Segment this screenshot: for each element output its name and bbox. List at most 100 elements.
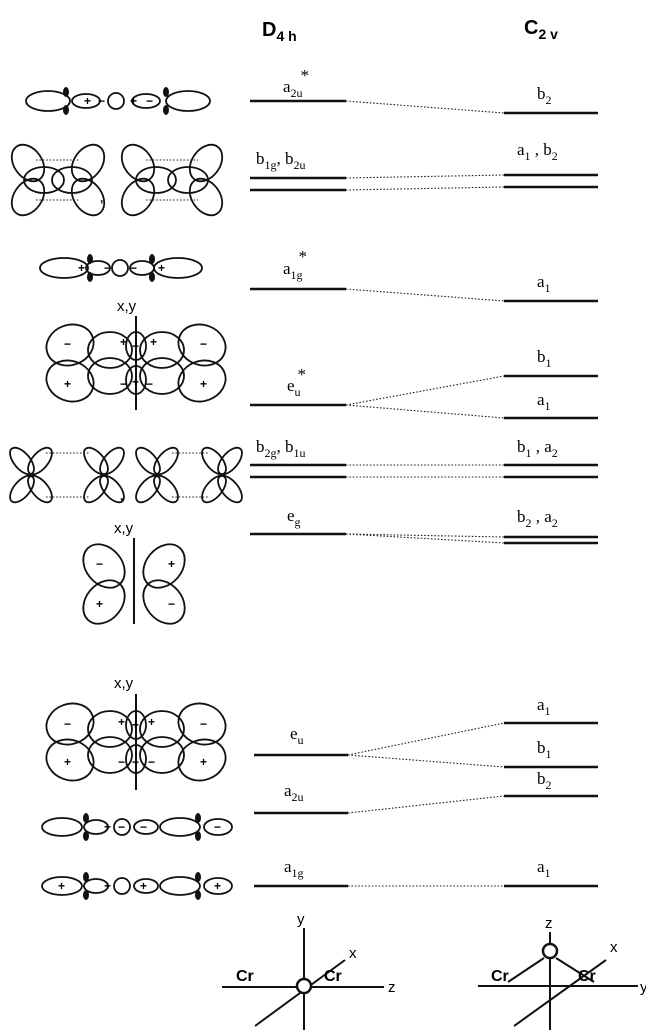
svg-text:a1: a1 <box>537 695 551 718</box>
d4h-level-eu-star: eu* <box>250 365 346 407</box>
svg-text:b2 , a2: b2 , a2 <box>517 507 558 530</box>
svg-text:b1: b1 <box>537 738 552 761</box>
svg-text:a1g: a1g <box>284 857 304 880</box>
svg-text:+: + <box>200 755 207 769</box>
correlation-line <box>347 722 505 756</box>
svg-text:+: + <box>150 335 157 349</box>
d4h-level-b1g-b2u: b1g, b2u <box>250 149 346 192</box>
correlation-line <box>347 754 505 768</box>
svg-text:Cr: Cr <box>491 968 509 985</box>
svg-text:a1g*: a1g* <box>283 247 307 282</box>
c2v-level-a1-bottom: a1 <box>504 857 598 888</box>
svg-text:x: x <box>610 939 618 956</box>
svg-text:a1: a1 <box>537 272 551 295</box>
d4h-level-a2u: a2u <box>254 781 348 815</box>
c2v-level-b2-top: b2 <box>504 84 598 115</box>
c2v-coordinate-axes: z x y Cr Cr <box>478 915 646 1030</box>
svg-text:+: + <box>78 261 85 275</box>
svg-text:−: − <box>214 820 221 834</box>
svg-text:−: − <box>132 755 139 769</box>
correlation-line <box>345 186 505 191</box>
c2v-level-a1-mid: a1 <box>504 272 598 303</box>
svg-text:−: − <box>146 94 153 108</box>
correlation-line <box>347 795 505 814</box>
svg-text:eg: eg <box>287 506 301 529</box>
svg-text:Cr: Cr <box>578 968 596 985</box>
svg-text:−: − <box>118 820 125 834</box>
correlation-line <box>345 100 505 114</box>
svg-text:+: + <box>140 879 147 893</box>
svg-text:a2u: a2u <box>284 781 304 804</box>
svg-text:Cr: Cr <box>236 968 254 985</box>
svg-text:+: + <box>148 715 155 729</box>
orbital-sketch-eu: x,y − + + + + − − − − + <box>45 675 227 790</box>
c2v-level-b2-lower: b2 <box>504 769 598 798</box>
svg-text:x,y: x,y <box>114 675 134 692</box>
svg-text:−: − <box>64 717 71 731</box>
c2v-level-b1-a2: b1 , a2 <box>504 437 598 479</box>
svg-text:−: − <box>104 261 111 275</box>
svg-text:−: − <box>130 261 137 275</box>
svg-text:+: + <box>58 879 65 893</box>
svg-text:+: + <box>120 335 127 349</box>
d4h-level-eu: eu <box>254 724 348 757</box>
c2v-header: C2 v <box>524 17 558 42</box>
svg-text:+: + <box>132 718 139 732</box>
svg-text:+: + <box>200 377 207 391</box>
svg-text:+: + <box>104 820 111 834</box>
svg-text:+: + <box>214 879 221 893</box>
svg-text:+: + <box>104 879 111 893</box>
svg-text:−: − <box>146 377 153 391</box>
svg-text:y: y <box>640 979 646 996</box>
correlation-line <box>345 533 505 538</box>
c2v-level-b2-a2: b2 , a2 <box>504 507 598 545</box>
d4h-level-a2u-star: a2u* <box>250 66 346 103</box>
orbital-sketch-a1g: + + + + <box>41 872 233 900</box>
svg-text:+: + <box>118 715 125 729</box>
correlation-lines <box>345 100 505 887</box>
svg-text:y: y <box>297 911 305 928</box>
svg-text:+: + <box>64 755 71 769</box>
svg-text:b1 , a2: b1 , a2 <box>517 437 558 460</box>
svg-text:b1g, b2u: b1g, b2u <box>256 149 306 172</box>
svg-text:+: + <box>84 94 91 108</box>
svg-text:−: − <box>200 717 207 731</box>
bridging-atom <box>541 942 559 960</box>
svg-text:−: − <box>200 337 207 351</box>
svg-text:+: + <box>132 375 139 389</box>
svg-text:eu: eu <box>290 724 304 747</box>
svg-text:−: − <box>118 755 125 769</box>
svg-text:,: , <box>100 191 103 205</box>
svg-text:−: − <box>98 94 105 108</box>
d4h-level-a1g-star: a1g* <box>250 247 346 291</box>
orbital-sketch-a2u: + − − − <box>41 813 233 841</box>
svg-text:−: − <box>140 820 147 834</box>
orbital-sketch-eu-star: x,y − + + − + − + − − + <box>45 298 227 410</box>
svg-text:b2g, b1u: b2g, b1u <box>256 437 306 460</box>
svg-text:+: + <box>158 261 165 275</box>
svg-text:,: , <box>120 489 123 503</box>
svg-text:−: − <box>64 337 71 351</box>
svg-text:−: − <box>148 755 155 769</box>
d4h-header: D4 h <box>262 19 297 44</box>
d4h-coordinate-axes: y x z Cr Cr <box>222 911 396 1030</box>
svg-text:b2: b2 <box>537 769 552 792</box>
svg-text:eu*: eu* <box>287 365 306 399</box>
d4h-level-a1g: a1g <box>254 857 348 888</box>
svg-text:a1: a1 <box>537 857 551 880</box>
d4h-level-b2g-b1u: b2g, b1u <box>250 437 346 479</box>
svg-text:a1 , b2: a1 , b2 <box>517 140 558 163</box>
svg-text:z: z <box>545 915 553 932</box>
svg-text:−: − <box>120 377 127 391</box>
svg-text:Cr: Cr <box>324 968 342 985</box>
svg-text:a1: a1 <box>537 390 551 413</box>
svg-text:+: + <box>96 597 103 611</box>
svg-text:−: − <box>132 339 139 353</box>
svg-text:a2u*: a2u* <box>283 66 309 100</box>
c2v-level-a1-lower: a1 <box>504 695 598 725</box>
c2v-level-a1-b2: a1 , b2 <box>504 140 598 189</box>
correlation-line <box>345 288 505 302</box>
orbital-sketch-b2g-b1u: , <box>9 446 243 504</box>
svg-text:+: + <box>130 94 137 108</box>
orbital-sketch-b1g-b2u: , <box>10 143 224 217</box>
